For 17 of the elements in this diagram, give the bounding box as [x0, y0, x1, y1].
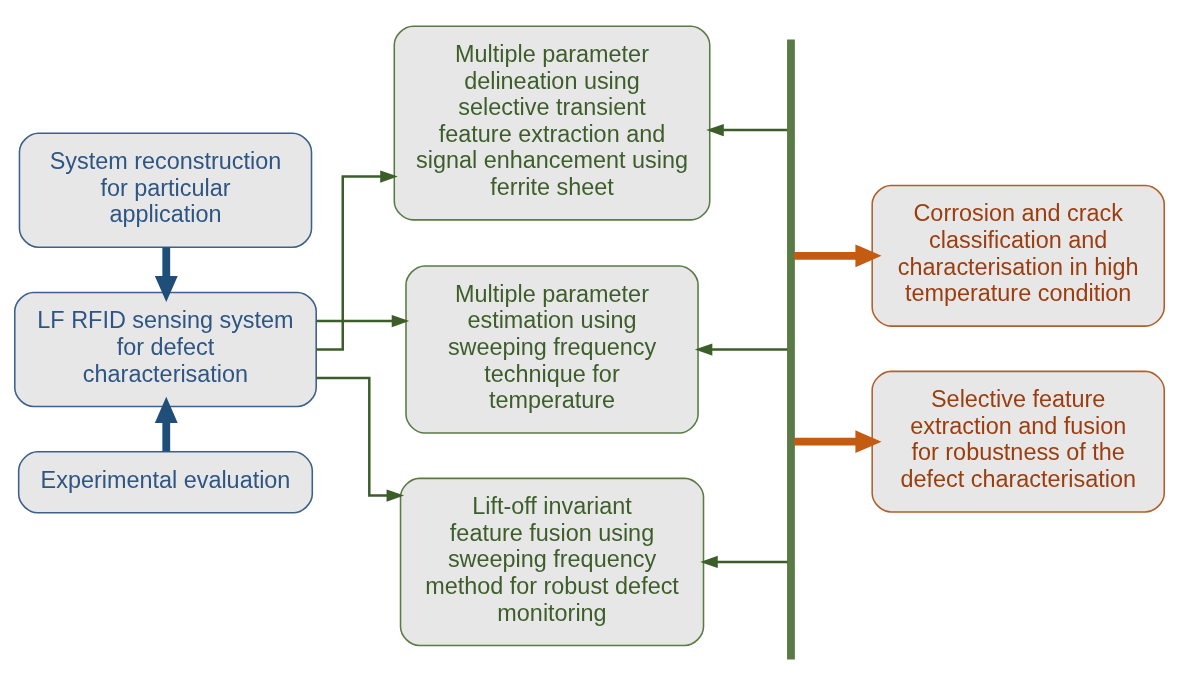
node-box: Multiple parameter delineation using selective transient feature extraction and signal enhancement using ferrite sheet: [393, 24, 711, 221]
node-box: System reconstruction for particular application: [18, 131, 313, 248]
arrow: [154, 396, 178, 452]
arrow: [706, 123, 788, 136]
node-box: Selective feature extraction and fusion for robustness of the defect characterisation: [871, 370, 1165, 513]
arrow: [154, 246, 178, 302]
node-box: Corrosion and crack classification and characterisation in high temperature condition: [871, 184, 1165, 327]
node-box: LF RFID sensing system for defect characterisation: [14, 291, 317, 407]
arrow: [316, 376, 405, 502]
arrow: [700, 555, 788, 568]
node-bar: [787, 39, 795, 660]
node-box: Multiple parameter estimation using sweeping frequency technique for temperature: [405, 264, 699, 434]
node-box: Lift-off invariant feature fusion using sweeping frequency method for robust defect monitoring: [399, 477, 705, 646]
arrow: [694, 342, 788, 356]
arrow: [316, 314, 410, 327]
arrow: [316, 169, 398, 351]
node-box: Experimental evaluation: [17, 450, 314, 513]
